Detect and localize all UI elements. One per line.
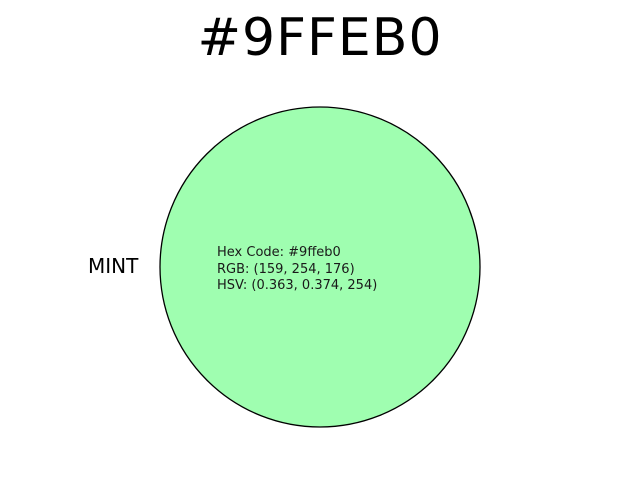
rgb-text: RGB: (159, 254, 176) (217, 261, 355, 277)
swatch-circle-shape (159, 106, 481, 428)
color-title: #9FFEB0 (197, 8, 443, 68)
hsv-text: HSV: (0.363, 0.374, 254) (217, 278, 378, 293)
color-info-block: Hex Code: #9ffeb0 RGB: (159, 254, 176) H… (217, 245, 377, 295)
hex-code-text: Hex Code: #9ffeb0 (217, 245, 341, 260)
color-name-label: MINT (88, 254, 139, 278)
